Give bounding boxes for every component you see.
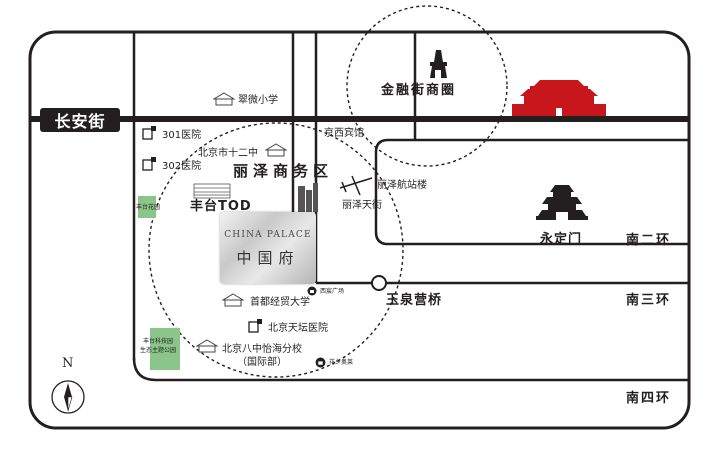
tiantan-hospital-label: 北京天坛医院 [268, 323, 328, 334]
lize-business-district-label: 丽泽商务区 [233, 162, 334, 180]
project-name-en: CHINA PALACE [224, 230, 312, 240]
jingxi-hotel-label: 京西宾馆 [324, 128, 364, 139]
hospital-icon [142, 157, 156, 171]
beijing-no12-label: 北京市十二中 [198, 148, 258, 159]
compass-icon: N [50, 357, 86, 419]
hospital-icon [142, 126, 156, 140]
hospital-301-label: 301医院 [162, 130, 202, 141]
fengtai-garden-label: 丰台花园 [136, 204, 161, 211]
south-2nd-ring-label: 南二环 [626, 233, 672, 248]
map-frame [28, 30, 691, 430]
project-radius [148, 122, 404, 378]
compass-north-label: N [62, 356, 74, 371]
fengtai-tod-label: 丰台TOD [190, 199, 252, 214]
huaxiang-mall-label: 花乡奥莱 [329, 359, 354, 366]
tiananmen-icon [512, 80, 606, 116]
school-icon [265, 143, 287, 157]
cueb-label: 首都经贸大学 [250, 297, 310, 308]
xidan-square-label: 西宸广场 [320, 288, 345, 295]
south-3rd-ring-label: 南三环 [626, 293, 672, 308]
south-4th-ring-road [132, 357, 689, 382]
fengtai-tod-building-icon [193, 183, 231, 199]
south-2nd-ring-road [374, 138, 689, 246]
lize-tianjie-label: 丽泽天街 [342, 200, 382, 211]
no8-school-label: 北京八中怡海分校 （国际部） [222, 344, 302, 368]
hospital-icon [248, 319, 262, 333]
financial-street-radius [346, 5, 508, 167]
shopping-bag-icon [315, 357, 326, 368]
shopping-bag-icon [307, 286, 317, 296]
lize-terminal-label: 丽泽航站楼 [377, 180, 427, 191]
financial-street-label: 金融街商圈 [381, 83, 457, 98]
lize-tianjie-building-icon [298, 183, 318, 212]
yongdingmen-label: 永定门 [540, 232, 583, 247]
yuquanying-bridge-node [371, 275, 387, 291]
yongdingmen-gate-icon [536, 185, 588, 220]
china-palace-project-marker: CHINA PALACE 中国府 [220, 212, 316, 284]
yuquanying-bridge-label: 玉泉营桥 [386, 293, 443, 308]
project-name-cn: 中国府 [236, 249, 300, 267]
fengtai-tech-park-area [150, 328, 180, 370]
south-4th-ring-label: 南四环 [626, 391, 672, 406]
changan-street-label: 长安街 [40, 108, 120, 132]
fengtai-park-label: 丰台科技园 生态主题公园 [140, 338, 177, 354]
hospital-302-label: 302医院 [162, 161, 202, 172]
school-icon [196, 339, 218, 353]
fengtai-garden-park [138, 196, 156, 218]
cuiwei-primary-label: 翠微小学 [238, 95, 278, 106]
airplane-icon [339, 175, 373, 196]
school-icon [213, 92, 235, 106]
tower-icon [430, 50, 447, 78]
school-icon [222, 293, 244, 307]
